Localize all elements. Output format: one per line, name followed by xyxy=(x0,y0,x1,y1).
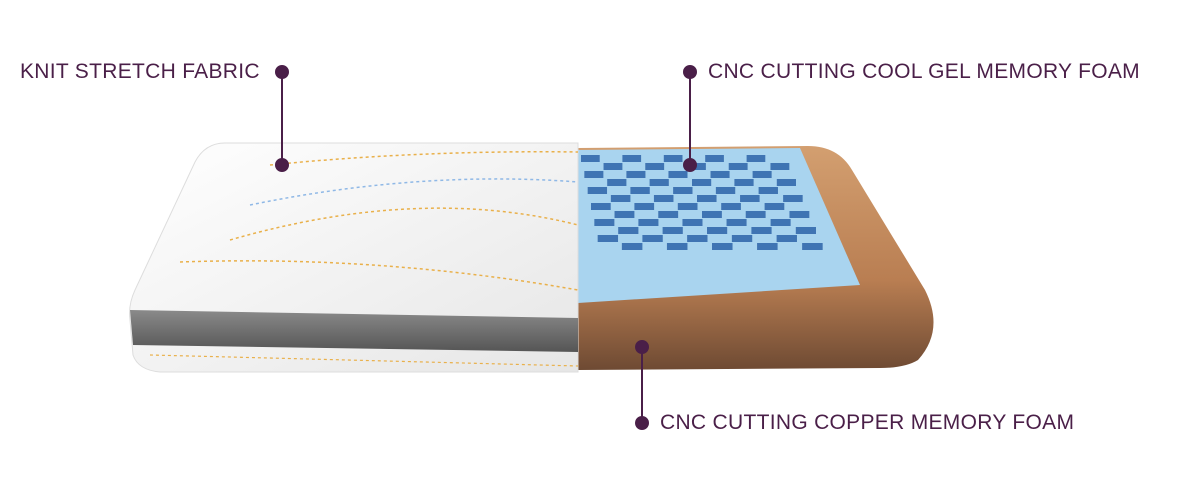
callout-dot xyxy=(683,65,697,79)
gel-foam-cut-pattern xyxy=(581,155,823,250)
label-knit-stretch-fabric: KNIT STRETCH FABRIC xyxy=(20,60,260,83)
gel-cut-cell xyxy=(751,227,772,234)
gel-cut-cell xyxy=(642,235,663,242)
gel-cut-cell xyxy=(752,171,772,178)
gel-cut-cell xyxy=(622,155,642,162)
gel-cut-cell xyxy=(758,187,778,194)
gel-cut-cell xyxy=(726,219,747,226)
gel-cut-cell xyxy=(783,195,803,202)
gel-cut-cell xyxy=(710,171,730,178)
gel-cut-cell xyxy=(715,187,736,194)
gel-cut-cell xyxy=(795,227,816,234)
gel-foam-layer xyxy=(578,148,860,303)
gel-cut-cell xyxy=(687,235,708,242)
gel-cut-cell xyxy=(662,227,683,234)
gel-cut-cell xyxy=(731,235,753,242)
gel-cut-cell xyxy=(621,243,643,250)
gel-cut-cell xyxy=(630,187,650,194)
gel-cut-cell xyxy=(653,195,674,202)
gel-cut-cell xyxy=(597,235,619,242)
gel-cut-cell xyxy=(764,203,785,210)
callout-dot xyxy=(275,158,289,172)
gel-cut-cell xyxy=(712,243,733,250)
gel-cut-cell xyxy=(692,179,712,186)
gel-cut-cell xyxy=(757,243,778,250)
callout-lines xyxy=(275,65,697,430)
gel-cut-cell xyxy=(776,179,796,186)
callout-dot xyxy=(635,340,649,354)
gel-cut-cell xyxy=(746,155,766,162)
gel-cut-cell xyxy=(697,195,717,202)
gel-cut-cell xyxy=(702,211,722,218)
gel-cut-cell xyxy=(666,243,688,250)
fabric-gray-band xyxy=(130,310,578,352)
label-copper-memory-foam: CNC CUTTING COPPER MEMORY FOAM xyxy=(660,411,1075,434)
gel-cut-cell xyxy=(705,155,724,162)
label-cool-gel-memory-foam: CNC CUTTING COOL GEL MEMORY FOAM xyxy=(708,60,1140,83)
gel-cut-cell xyxy=(638,219,659,226)
gel-cut-cell xyxy=(682,219,703,226)
gel-cut-cell xyxy=(587,187,608,194)
gel-cut-cell xyxy=(707,227,728,234)
gel-cut-cell xyxy=(649,179,669,186)
gel-cut-cell xyxy=(591,203,611,210)
gel-cut-cell xyxy=(610,195,631,202)
gel-cut-cell xyxy=(776,235,797,242)
gel-cut-cell xyxy=(734,179,754,186)
gel-cut-cell xyxy=(770,219,791,226)
gel-cut-cell xyxy=(789,211,810,218)
gel-cut-cell xyxy=(745,211,766,218)
gel-cut-cell xyxy=(668,171,688,178)
gel-cut-cell xyxy=(603,163,623,170)
gel-cut-cell xyxy=(663,155,683,162)
gel-cut-cell xyxy=(658,211,679,218)
gel-cut-cell xyxy=(728,163,748,170)
gel-cut-cell xyxy=(677,203,698,210)
callout-dot xyxy=(683,158,697,172)
gel-cut-cell xyxy=(618,227,639,234)
gel-cut-cell xyxy=(614,211,635,218)
gel-cut-cell xyxy=(634,203,655,210)
callout-dot xyxy=(635,416,649,430)
gel-cut-cell xyxy=(594,219,615,226)
gel-cut-cell xyxy=(581,155,600,162)
gel-cut-cell xyxy=(645,163,665,170)
gel-cut-cell xyxy=(740,195,760,202)
gel-cut-cell xyxy=(584,171,604,178)
gel-cut-cell xyxy=(721,203,741,210)
gel-cut-cell xyxy=(626,171,646,178)
gel-cut-cell xyxy=(770,163,790,170)
gel-cut-cell xyxy=(673,187,693,194)
gel-cut-cell xyxy=(607,179,627,186)
callout-dot xyxy=(275,65,289,79)
gel-cut-cell xyxy=(802,243,823,250)
